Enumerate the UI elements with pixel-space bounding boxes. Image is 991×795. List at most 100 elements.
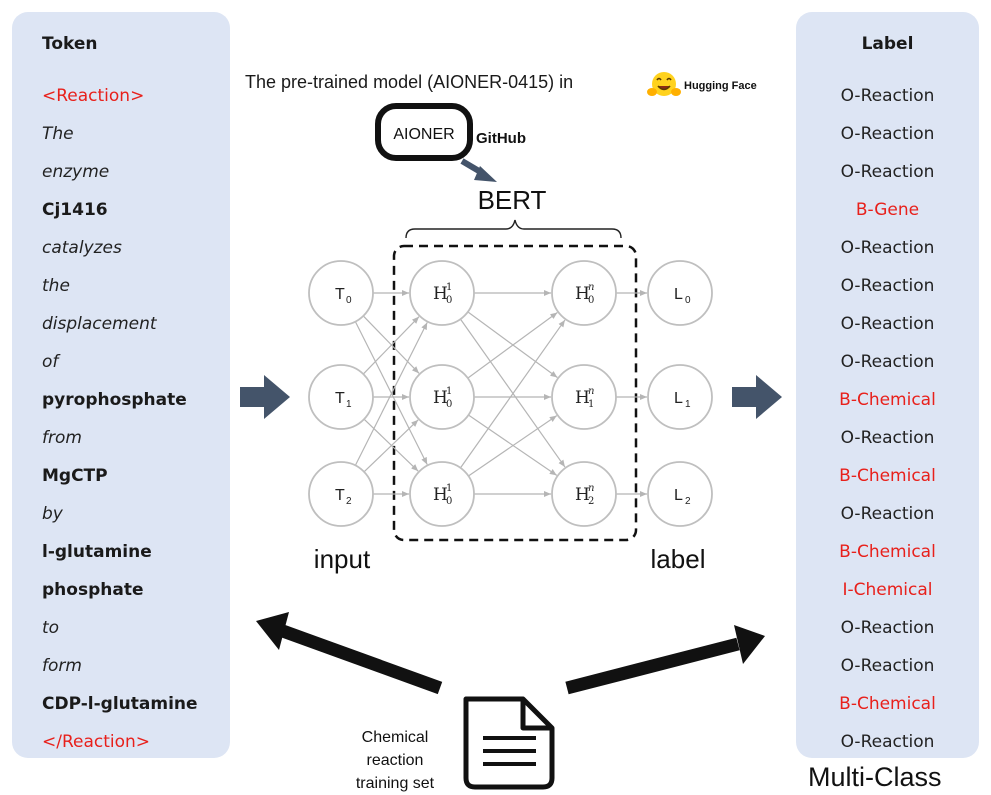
- label-item: I-Chemical: [842, 580, 933, 600]
- token-item: enzyme: [42, 162, 110, 182]
- token-item: </Reaction>: [42, 732, 151, 752]
- token-item: to: [42, 618, 60, 638]
- training-caption-line: Chemical: [361, 729, 429, 746]
- node-superscript: n: [588, 386, 594, 397]
- connection-edge: [354, 322, 428, 466]
- node-superscript: 1: [446, 386, 452, 397]
- node-symbol: H: [575, 485, 590, 505]
- training-to-token-arrow: [256, 612, 443, 695]
- github-label: GitHub: [476, 130, 526, 147]
- token-item: catalyzes: [42, 238, 122, 258]
- node-subscript: 0: [446, 399, 452, 410]
- input-label: input: [314, 544, 371, 574]
- node-subscript: 0: [588, 295, 594, 306]
- node-superscript: 1: [446, 483, 452, 494]
- network-connections: [354, 290, 647, 497]
- label-item: B-Chemical: [839, 542, 936, 562]
- token-item: Cj1416: [42, 200, 108, 220]
- training-caption-line: training set: [355, 775, 435, 792]
- node-subscript: 1: [588, 399, 594, 410]
- hugging-face-icon: [647, 72, 681, 96]
- connection-edge: [363, 419, 419, 473]
- label-item: B-Gene: [855, 200, 920, 220]
- label-item: O-Reaction: [840, 276, 935, 296]
- pretrained-model-caption: The pre-trained model (AIONER-0415) in: [245, 72, 574, 92]
- hidden-node-first: H0 1: [409, 260, 475, 326]
- label-item: O-Reaction: [840, 656, 935, 676]
- node-subscript: 0: [446, 295, 452, 306]
- bert-label: BERT: [478, 185, 547, 215]
- training-set-caption: Chemical reaction training set: [330, 726, 460, 795]
- token-item: from: [42, 428, 82, 448]
- bert-box: [392, 244, 638, 542]
- bert-brace: [405, 219, 622, 239]
- aioner-logo-text: AIONER: [393, 126, 454, 143]
- label-column-title: Label: [861, 34, 914, 54]
- label-item: O-Reaction: [840, 86, 935, 106]
- logo-to-bert-arrow: [460, 158, 497, 182]
- node-symbol: L: [674, 390, 683, 407]
- node-subscript: 2: [685, 496, 691, 507]
- node-subscript: 1: [685, 399, 691, 410]
- node-symbol: H: [575, 388, 590, 408]
- connection-edge: [362, 316, 420, 375]
- node-subscript: 1: [346, 399, 352, 410]
- token-item: by: [42, 504, 63, 524]
- node-symbol: T: [335, 487, 345, 504]
- token-item: of: [42, 352, 59, 372]
- node-symbol: H: [433, 388, 448, 408]
- hidden-node-first: H01: [409, 461, 475, 527]
- token-item: l-glutamine: [42, 542, 152, 562]
- output-label: label: [651, 544, 706, 574]
- label-item: B-Chemical: [839, 694, 936, 714]
- token-column-title: Token: [42, 34, 98, 54]
- label-item: O-Reaction: [840, 238, 935, 258]
- input-arrow: [240, 375, 290, 419]
- token-item: phosphate: [42, 580, 144, 600]
- token-item: MgCTP: [42, 466, 108, 486]
- token-item: The: [42, 124, 74, 144]
- label-item: B-Chemical: [839, 466, 936, 486]
- label-item: O-Reaction: [840, 352, 935, 372]
- connection-edge: [459, 319, 566, 469]
- label-item: O-Reaction: [840, 428, 935, 448]
- node-superscript: 1: [446, 282, 452, 293]
- node-symbol: H: [433, 284, 448, 304]
- document-icon: [463, 696, 555, 790]
- token-item: the: [42, 276, 70, 296]
- output-arrow: [732, 375, 782, 419]
- label-item: B-Chemical: [839, 390, 936, 410]
- hidden-node-first: H0 1: [409, 364, 475, 430]
- hidden-node-last: H1 n: [551, 364, 617, 430]
- node-symbol: L: [674, 286, 683, 303]
- node-symbol: T: [335, 286, 345, 303]
- connection-edge: [468, 415, 558, 477]
- hidden-node-last: H0n: [551, 260, 617, 326]
- label-item: O-Reaction: [840, 124, 935, 144]
- node-superscript: n: [588, 282, 594, 293]
- node-subscript: 0: [685, 295, 691, 306]
- multi-class-caption: Multi-Class: [808, 762, 942, 792]
- node-symbol: H: [433, 485, 448, 505]
- training-caption-line: reaction: [366, 752, 424, 769]
- token-item: pyrophosphate: [42, 390, 187, 410]
- label-item: O-Reaction: [840, 618, 935, 638]
- label-item: O-Reaction: [840, 162, 935, 182]
- node-subscript: 2: [588, 496, 594, 507]
- label-item: O-Reaction: [840, 732, 935, 752]
- label-item: O-Reaction: [840, 314, 935, 334]
- token-item: form: [42, 656, 82, 676]
- token-item: <Reaction>: [42, 86, 145, 106]
- hidden-node-last: H2n: [551, 461, 617, 527]
- label-item: O-Reaction: [840, 504, 935, 524]
